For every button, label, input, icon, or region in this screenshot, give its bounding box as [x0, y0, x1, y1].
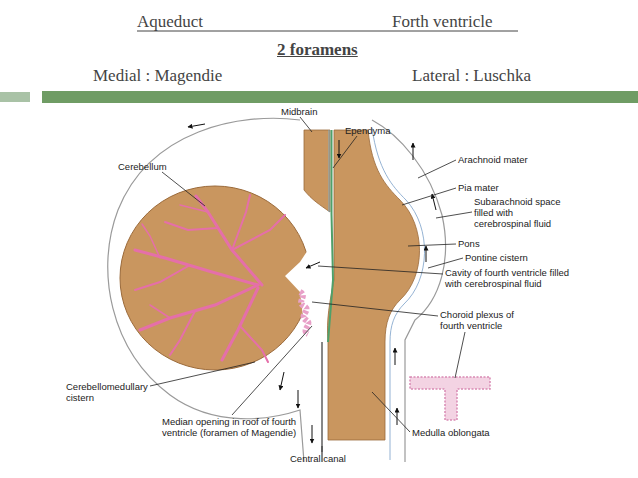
- ventricle-cavity: [285, 212, 333, 342]
- flow-arrow: [280, 372, 284, 390]
- arbor-vitae: [135, 195, 285, 362]
- midbrain-shape: [304, 130, 330, 212]
- flow-arrow: [188, 124, 205, 127]
- leader-line: [436, 212, 472, 218]
- anatomy-label: Midbrain: [281, 106, 341, 117]
- flow-arrow: [339, 140, 340, 158]
- choroid-plexus: [300, 292, 309, 334]
- leader-line: [372, 392, 410, 432]
- leader-line: [322, 446, 323, 452]
- choroid-plexus-inset: [410, 377, 490, 420]
- leader-line: [455, 332, 465, 378]
- header-text: Forth ventricle: [392, 12, 532, 32]
- central-canal-line: [322, 342, 323, 462]
- folium-line: [240, 326, 268, 362]
- header-text: Aqueduct: [137, 12, 257, 32]
- header-text: Lateral : Luschka: [412, 66, 572, 86]
- folium-line: [142, 224, 160, 258]
- header-text: Medial : Magendie: [93, 66, 263, 86]
- anatomy-label: Ependyma: [345, 125, 405, 136]
- leader-line: [333, 136, 357, 168]
- leader-line: [150, 362, 255, 386]
- flow-arrow: [426, 246, 427, 262]
- leader-line: [300, 117, 312, 132]
- anatomy-label: Pia mater: [458, 182, 538, 193]
- anatomy-label: Subarachnoid space filled with cerebrosp…: [474, 196, 570, 229]
- folium-line: [135, 250, 258, 285]
- ependyma-line: [329, 130, 330, 212]
- header-heading: 2 foramens: [277, 40, 387, 60]
- anatomy-label: Cavity of fourth ventricle filled with c…: [445, 267, 575, 289]
- leader-line: [408, 244, 456, 246]
- leader-line: [232, 326, 312, 415]
- leader-line: [402, 188, 456, 205]
- flow-arrow: [306, 262, 320, 268]
- ependyma-line: [328, 130, 333, 342]
- anatomy-label: Pons: [458, 238, 498, 249]
- folium-line: [135, 265, 190, 290]
- leader-line: [162, 172, 205, 206]
- folium-line: [170, 311, 195, 355]
- flow-arrows: [188, 124, 436, 443]
- folium-line: [222, 288, 258, 360]
- anatomy-label: Median opening in roof of fourth ventric…: [162, 416, 318, 438]
- slide-bar: [0, 92, 30, 102]
- flow-arrow: [432, 194, 436, 210]
- flow-arrow: [395, 348, 396, 365]
- flow-arrow: [298, 390, 299, 408]
- folium-line: [180, 205, 208, 212]
- anatomy-label: Arachnoid mater: [458, 154, 558, 165]
- slide-bar: [42, 91, 638, 103]
- leader-line: [428, 258, 463, 268]
- anatomy-label: Choroid plexus of fourth ventricle: [440, 309, 540, 331]
- folium-line: [165, 222, 218, 230]
- flow-arrow: [397, 408, 398, 425]
- anatomy-label: Pontine cistern: [465, 252, 555, 263]
- anatomy-label: Cerebellum: [118, 161, 188, 172]
- leader-line: [312, 302, 438, 316]
- anatomy-label: Medulla oblongata: [412, 427, 512, 438]
- cerebellum-shape: [120, 186, 310, 370]
- brainstem-shape: [327, 130, 419, 440]
- anatomy-label: Cerebellomedullary cistern: [66, 381, 162, 403]
- leader-line: [418, 160, 456, 178]
- folium-line: [232, 215, 285, 250]
- folium-line: [150, 305, 170, 318]
- leader-lines: [150, 117, 472, 452]
- leader-line: [318, 266, 443, 274]
- flow-arrow: [312, 425, 313, 443]
- anatomy-label: Central canal: [290, 453, 360, 464]
- flow-arrow: [413, 143, 414, 160]
